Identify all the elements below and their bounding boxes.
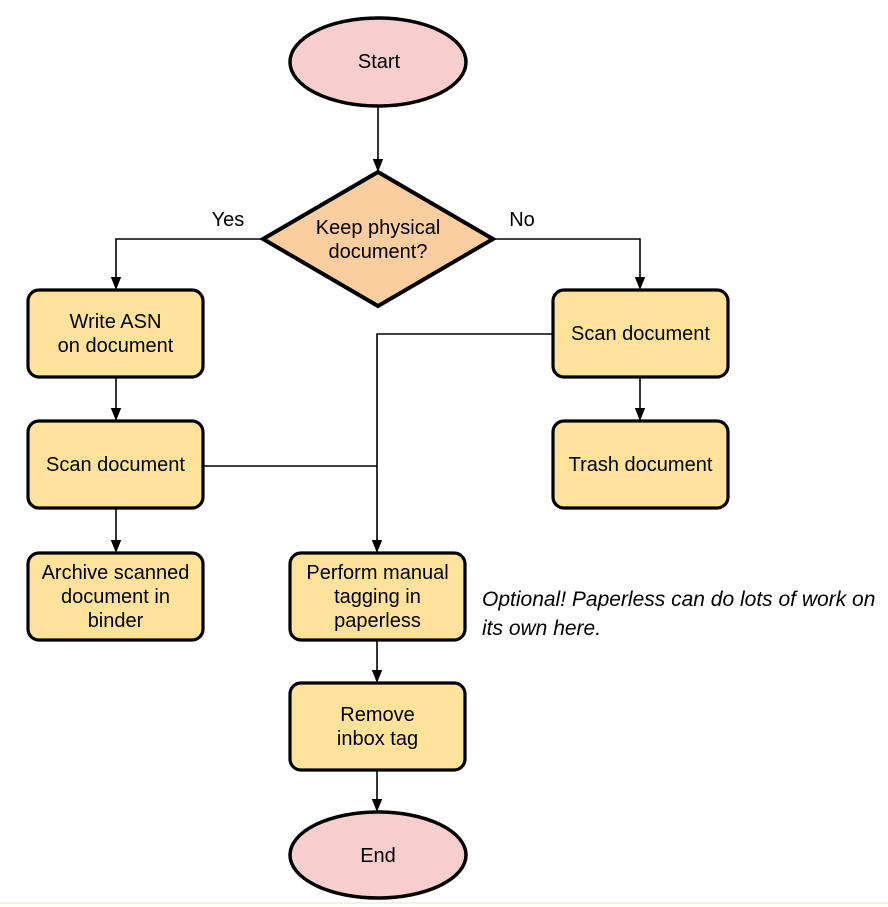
edge-scanright-to-tagging <box>376 333 553 540</box>
trash-document-process-shape <box>551 419 730 510</box>
archive-process-shape <box>26 551 205 642</box>
arrowhead-icon <box>634 408 646 421</box>
edge-decision-yes <box>115 238 263 277</box>
write-asn-process-shape <box>26 288 205 379</box>
decision-diamond-shape <box>259 169 497 309</box>
page-bottom-divider <box>0 902 888 904</box>
end-terminal-shape <box>288 810 468 900</box>
scan-document-left-process-shape <box>26 419 205 510</box>
edge-decision-no <box>493 238 641 277</box>
remove-inbox-tag-process-shape <box>288 681 467 772</box>
arrowhead-icon <box>372 159 384 172</box>
arrowhead-icon <box>371 540 383 553</box>
arrowhead-icon <box>634 277 646 290</box>
arrowhead-icon <box>110 277 122 290</box>
scan-document-right-process-shape <box>551 288 730 379</box>
arrowhead-icon <box>371 670 383 683</box>
start-terminal-shape <box>288 16 468 108</box>
arrowhead-icon <box>371 799 383 812</box>
arrowhead-icon <box>110 408 122 421</box>
manual-tagging-process-shape <box>288 551 467 642</box>
arrowhead-icon <box>110 540 122 553</box>
